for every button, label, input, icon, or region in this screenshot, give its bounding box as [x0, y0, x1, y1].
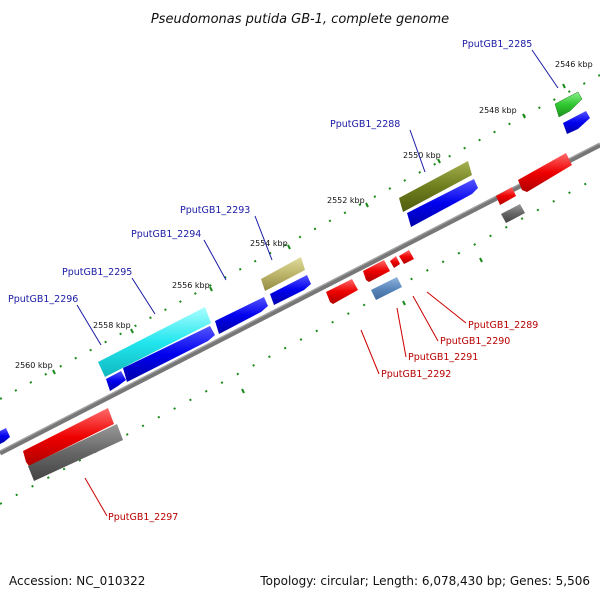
tick-rows — [0, 74, 600, 505]
connector-2293 — [254, 215, 273, 261]
scale-label-2560: 2560 kbp — [15, 361, 53, 370]
gene-2295-partner[interactable] — [123, 326, 215, 382]
connector-2288 — [409, 129, 426, 173]
label-connectors — [76, 49, 559, 517]
gene-2289-feature[interactable] — [399, 250, 414, 264]
scale-label-2554: 2554 kbp — [250, 239, 288, 248]
genome-summary-text: Topology: circular; Length: 6,078,430 bp… — [259, 574, 590, 588]
gene-2292-partner[interactable] — [326, 279, 358, 304]
gene-2285-feature[interactable] — [554, 91, 583, 118]
gene-label-2289[interactable]: PputGB1_2289 — [468, 320, 538, 331]
gene-2294-feature[interactable] — [215, 297, 268, 334]
scale-label-2550: 2550 kbp — [403, 151, 441, 160]
gene-2293-partner[interactable] — [270, 275, 311, 305]
gene-2290-feature[interactable] — [390, 256, 400, 268]
gene-2297-feature[interactable] — [23, 408, 114, 466]
gene-label-2291[interactable]: PputGB1_2291 — [408, 352, 478, 363]
gene-label-2297[interactable]: PputGB1_2297 — [108, 512, 178, 523]
connector-2294 — [203, 239, 227, 281]
gene-2297-partner[interactable] — [28, 424, 123, 481]
connector-2292 — [360, 329, 380, 375]
gene-2293-feature[interactable] — [261, 257, 305, 291]
gene-2291-feature[interactable] — [363, 260, 390, 282]
gene-2296-feature[interactable] — [106, 371, 126, 391]
connector-2285 — [531, 49, 559, 89]
gene-label-2296[interactable]: PputGB1_2296 — [8, 294, 78, 305]
accession-text: Accession: NC_010322 — [9, 574, 145, 588]
minus-strand-genes — [23, 153, 572, 481]
gene-label-2294[interactable]: PputGB1_2294 — [131, 229, 201, 240]
major-ticks — [52, 83, 566, 458]
scale-label-2552: 2552 kbp — [327, 196, 365, 205]
gene-label-2293[interactable]: PputGB1_2293 — [180, 205, 250, 216]
connector-2296 — [76, 304, 102, 346]
scale-label-2558: 2558 kbp — [93, 321, 131, 330]
gene-2288-partner[interactable] — [407, 179, 478, 227]
connector-2297 — [84, 477, 108, 517]
connector-2295 — [131, 277, 156, 315]
scale-label-2546: 2546 kbp — [555, 60, 593, 69]
scale-labels: 2546 kbp 2548 kbp 2550 kbp 2552 kbp 2554… — [15, 60, 593, 370]
gene-label-2292[interactable]: PputGB1_2292 — [381, 369, 451, 380]
gene-2288-feature[interactable] — [399, 161, 472, 212]
gene-label-2290[interactable]: PputGB1_2290 — [440, 336, 510, 347]
gene-2287-partner[interactable] — [501, 204, 525, 223]
plus-strand-genes — [0, 91, 590, 444]
scale-label-2548: 2548 kbp — [479, 106, 517, 115]
gene-label-2295[interactable]: PputGB1_2295 — [62, 267, 132, 278]
gene-2286-feature[interactable] — [518, 153, 572, 192]
outer-tick-row — [0, 74, 600, 400]
gene-edge-feature[interactable] — [0, 428, 10, 444]
gene-2292-feature[interactable] — [371, 277, 402, 300]
gene-label-2285[interactable]: PputGB1_2285 — [462, 39, 532, 50]
connector-2291 — [396, 307, 407, 358]
gene-2285-partner[interactable] — [563, 111, 590, 134]
gene-2295-feature[interactable] — [98, 307, 211, 377]
connector-2289 — [426, 291, 467, 324]
gene-labels: PputGB1_2285 PputGB1_2288 PputGB1_2293 P… — [8, 39, 538, 523]
scale-label-2556: 2556 kbp — [172, 281, 210, 290]
gene-2287-feature[interactable] — [496, 187, 516, 205]
connector-2290 — [412, 295, 439, 342]
gene-label-2288[interactable]: PputGB1_2288 — [330, 119, 400, 130]
map-title: Pseudomonas putida GB-1, complete genome — [151, 12, 449, 27]
